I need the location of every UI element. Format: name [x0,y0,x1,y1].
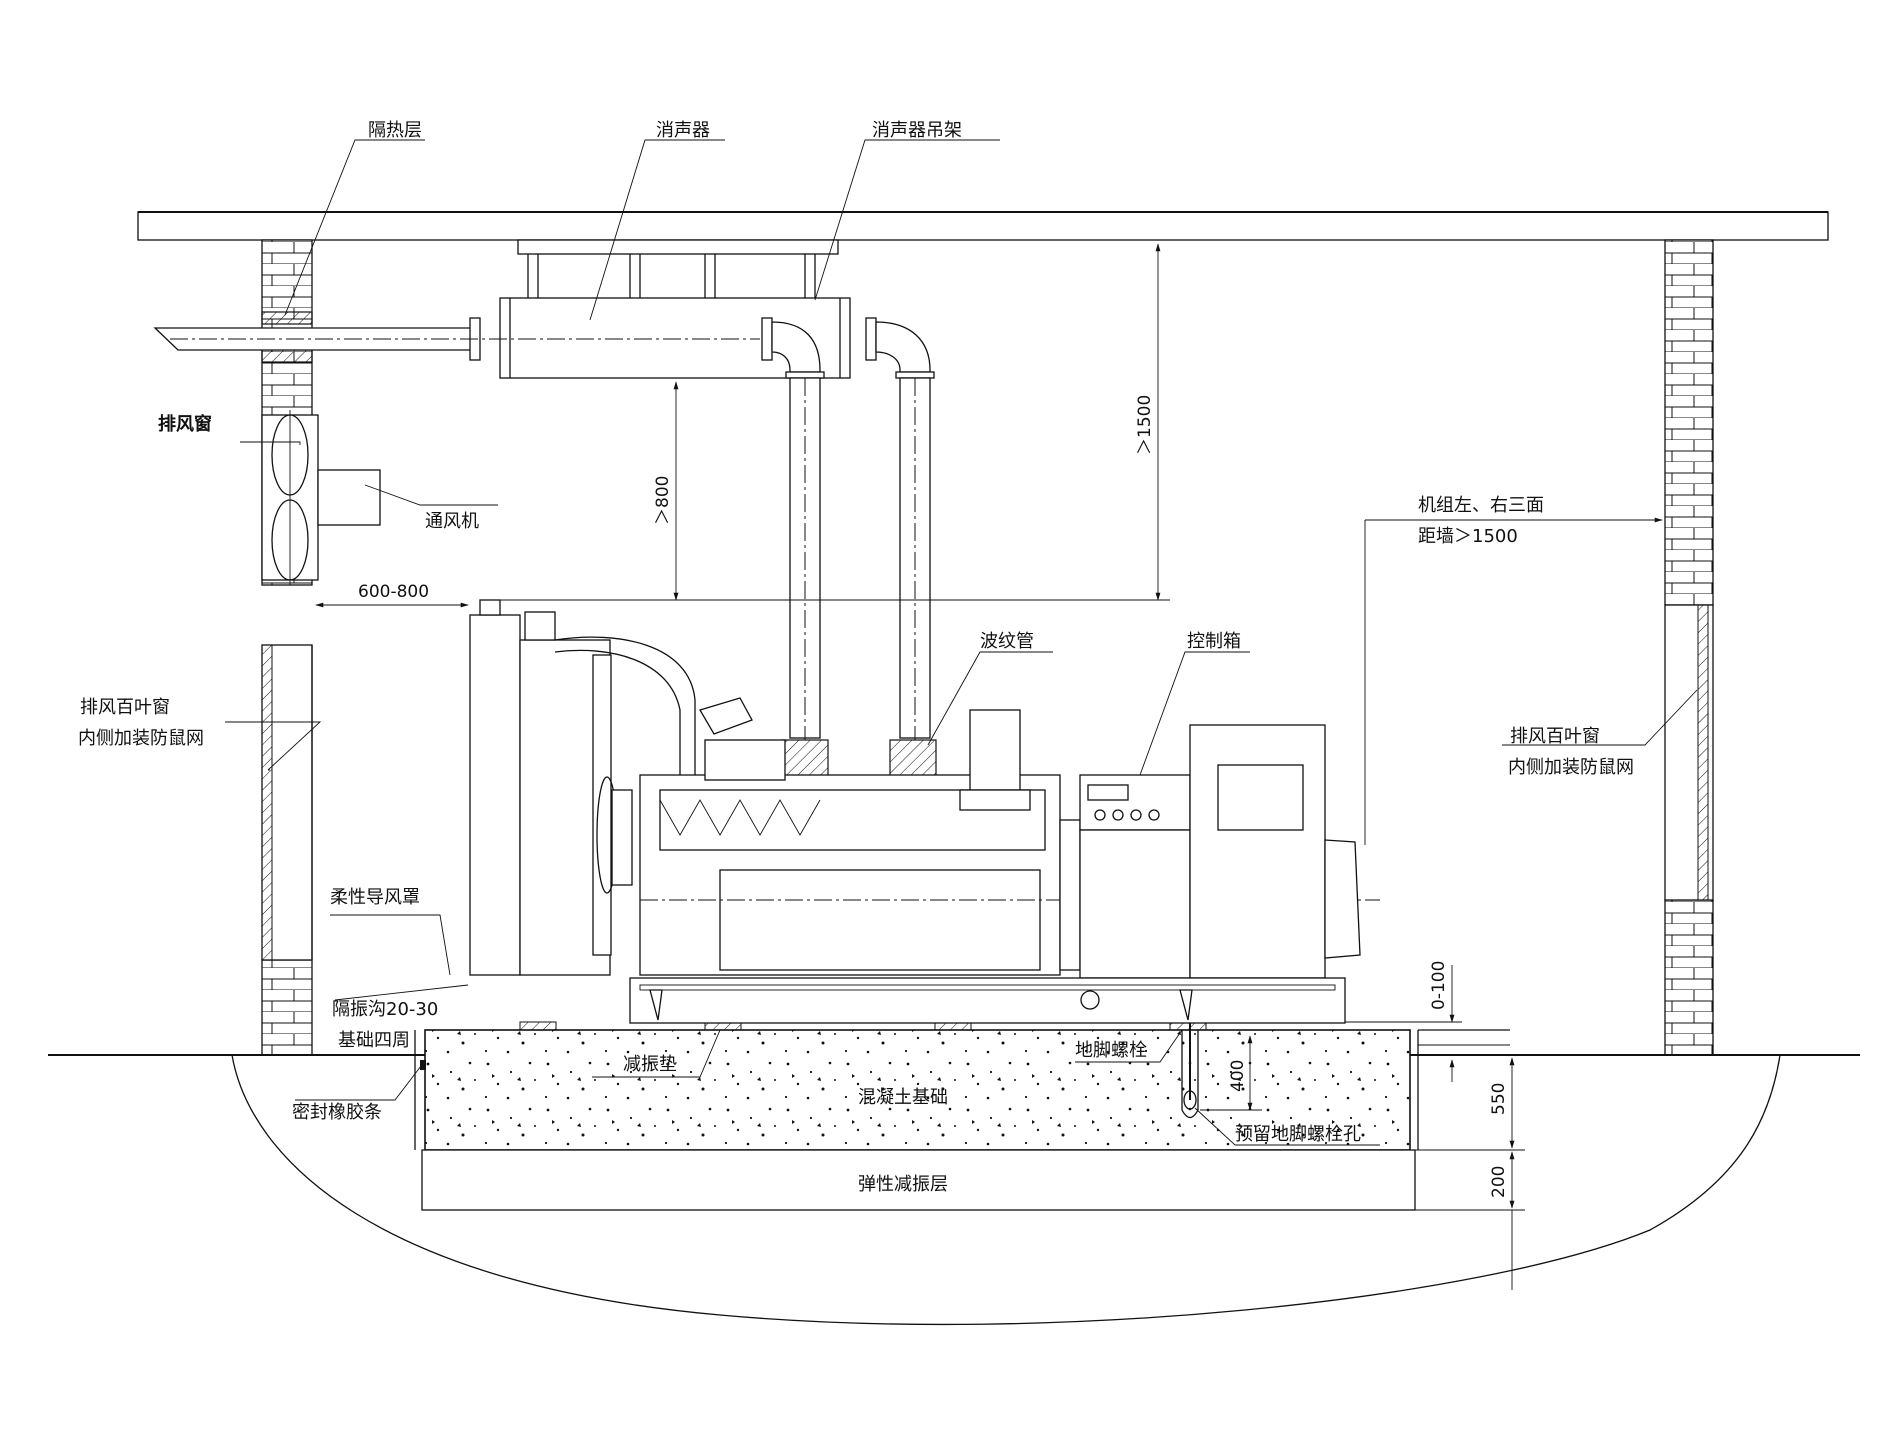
label-louver-right-1: 排风百叶窗 [1510,726,1600,747]
label-louver-left-1: 排风百叶窗 [80,697,170,718]
dim-base-gap: 0-100 [1429,961,1449,1010]
label-flexible-air-duct: 柔性导风罩 [330,887,420,908]
foundation [414,1010,1510,1211]
label-reserved-bolt-hole: 预留地脚螺栓孔 [1235,1124,1361,1145]
label-sealing-rubber-strip: 密封橡胶条 [292,1102,382,1123]
annotations: 隔热层 消声器 消声器吊架 排风窗 通风机 排风百叶窗 内侧加装防鼠网 波纹管 … [78,120,1634,1195]
label-damping-pad: 减振垫 [623,1054,677,1075]
dim-radiator-wall-gap: 600-800 [358,582,429,602]
label-louver-right-2: 内侧加装防鼠网 [1508,757,1634,778]
label-louver-left-2: 内侧加装防鼠网 [78,728,204,749]
label-insulation-layer: 隔热层 [368,120,422,141]
right-wall [1664,239,1714,1056]
dimension-lines [315,243,1663,1290]
label-control-box: 控制箱 [1187,631,1241,652]
dimension-values: ＞1500 ＞800 600-800 0-100 400 550 200 [358,395,1509,1198]
label-isolation-trench-1: 隔振沟20-30 [332,999,438,1020]
label-anchor-bolt: 地脚螺栓 [1075,1040,1147,1061]
label-side-clearance-2: 距墙＞1500 [1418,526,1518,547]
label-muffler: 消声器 [656,120,710,141]
label-muffler-hanger: 消声器吊架 [872,120,962,141]
label-ventilation-fan: 通风机 [425,511,479,532]
label-elastic-damping-layer: 弹性减振层 [858,1174,948,1195]
ceiling-slab [137,211,1829,241]
dim-muffler-clearance: ＞800 [653,476,673,525]
dim-damping-layer-depth: 200 [1489,1166,1509,1198]
label-bellows: 波纹管 [980,631,1034,652]
exhaust-window-fan [261,410,381,585]
generator-set [469,599,1380,1024]
dim-bolt-depth: 400 [1228,1060,1248,1092]
label-concrete-foundation: 混凝土基础 [858,1087,948,1108]
left-louver-window [261,644,313,961]
label-exhaust-window: 排风窗 [158,413,212,435]
leader-lines [225,139,1698,1146]
left-wall [261,239,313,1056]
dim-ceiling-clearance: ＞1500 [1135,395,1155,455]
label-isolation-trench-2: 基础四周 [338,1030,410,1051]
dim-foundation-depth: 550 [1489,1083,1509,1115]
label-side-clearance-1: 机组左、右三面 [1418,495,1544,516]
